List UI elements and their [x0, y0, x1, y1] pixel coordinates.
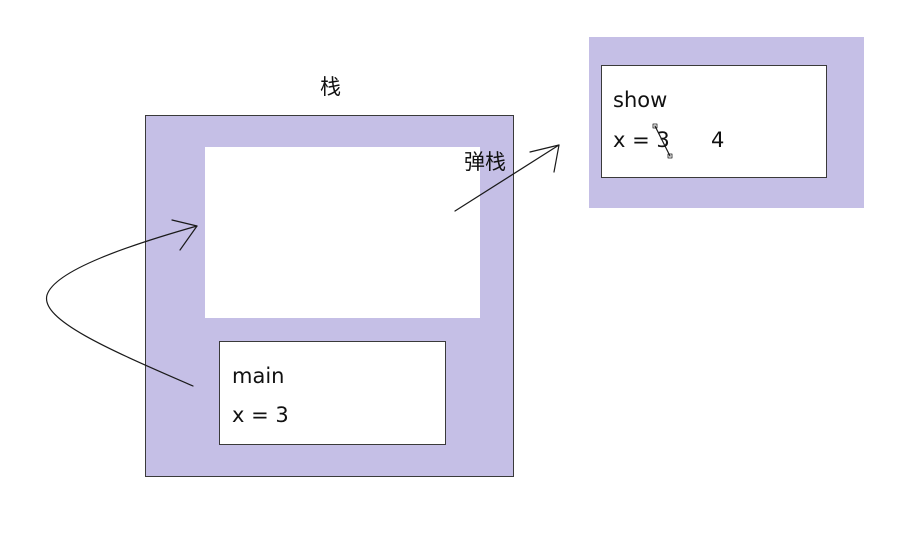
stack-title: 栈 [320, 75, 341, 99]
pop-arrowhead [529, 144, 560, 173]
main-frame-variable: x = 3 [232, 403, 289, 427]
show-frame [601, 65, 827, 178]
show-frame-name: show [613, 88, 668, 112]
empty-stack-slot [205, 147, 480, 318]
main-frame-name: main [232, 364, 285, 388]
pop-label: 弹栈 [464, 150, 506, 174]
main-frame [219, 341, 446, 445]
show-frame-variable: x = 3 [613, 128, 670, 152]
show-frame-new-value: 4 [711, 128, 725, 152]
